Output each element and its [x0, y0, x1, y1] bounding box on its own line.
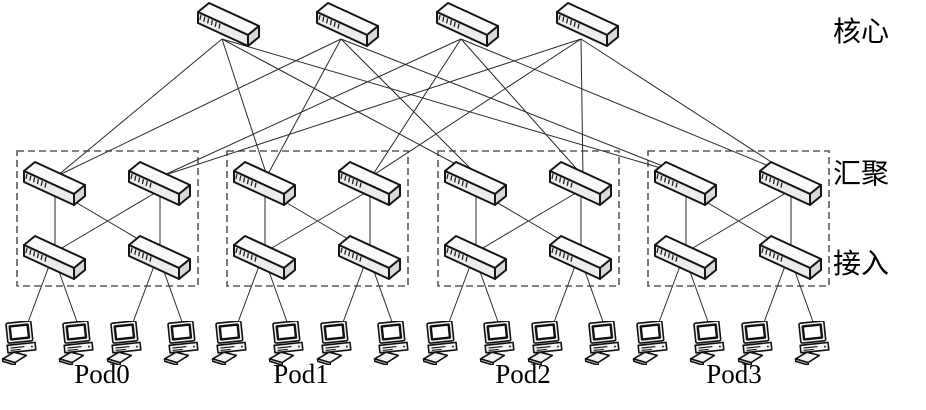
link-pod0-agg1-acc0: [54, 189, 161, 253]
link-core2-pod1-agg1: [371, 38, 462, 177]
link-core2-pod2-agg1: [460, 38, 584, 177]
layer-label-aggregation: 汇聚: [833, 159, 889, 190]
link-core1-pod3-agg0: [340, 38, 689, 177]
pod3-host-3: [793, 321, 832, 365]
link-core1-pod1-agg0: [266, 38, 342, 177]
link-core3-pod0-agg1: [161, 38, 582, 177]
core-switch-1: [316, 2, 379, 47]
core-switch-2: [436, 2, 499, 47]
link-core3-pod2-agg1: [580, 38, 584, 177]
link-core3-pod1-agg1: [371, 38, 582, 177]
pod1-host-3: [372, 321, 411, 365]
link-core0-pod2-agg0: [221, 38, 479, 177]
link-pod2-agg1-acc0: [475, 189, 582, 253]
link-core2-pod3-agg1: [460, 38, 794, 177]
pod-boundaries: [16, 150, 830, 287]
pod0-host-0: [0, 321, 39, 365]
link-core0-pod3-agg0: [221, 38, 689, 177]
layer-label-core: 核心: [833, 16, 889, 48]
pod3-label: Pod3: [706, 359, 762, 389]
link-core0-pod0-agg0: [56, 38, 223, 177]
pod0-boundary: [16, 150, 199, 287]
link-core1-pod0-agg0: [56, 38, 342, 177]
pod1-host-0: [210, 321, 249, 365]
pod3-boundary: [647, 150, 830, 287]
link-core0-pod1-agg0: [221, 38, 268, 177]
pod3-host-0: [631, 321, 670, 365]
pod2-host-0: [421, 321, 460, 365]
core-switch-row: [197, 2, 619, 47]
link-core3-pod3-agg1: [580, 38, 794, 177]
pod0-host-3: [162, 321, 201, 365]
pod-2: Pod2: [421, 161, 622, 389]
core-aggregation-links: [56, 38, 794, 177]
link-pod1-agg1-acc0: [264, 189, 371, 253]
layer-label-access: 接入: [833, 248, 889, 280]
core-switch-3: [556, 2, 619, 47]
link-core1-pod2-agg0: [340, 38, 479, 177]
pod-3: Pod3: [631, 161, 832, 389]
pod2-boundary: [437, 150, 620, 287]
pod-0: Pod0: [0, 161, 201, 389]
link-pod3-agg1-acc0: [685, 189, 792, 253]
pod1-label: Pod1: [273, 359, 329, 389]
pod2-host-3: [583, 321, 622, 365]
pod-1: Pod1: [210, 161, 411, 389]
pod0-label: Pod0: [74, 359, 130, 389]
link-core2-pod0-agg1: [161, 38, 462, 177]
pod2-label: Pod2: [495, 359, 551, 389]
core-switch-0: [197, 2, 260, 47]
pod1-boundary: [226, 150, 409, 287]
